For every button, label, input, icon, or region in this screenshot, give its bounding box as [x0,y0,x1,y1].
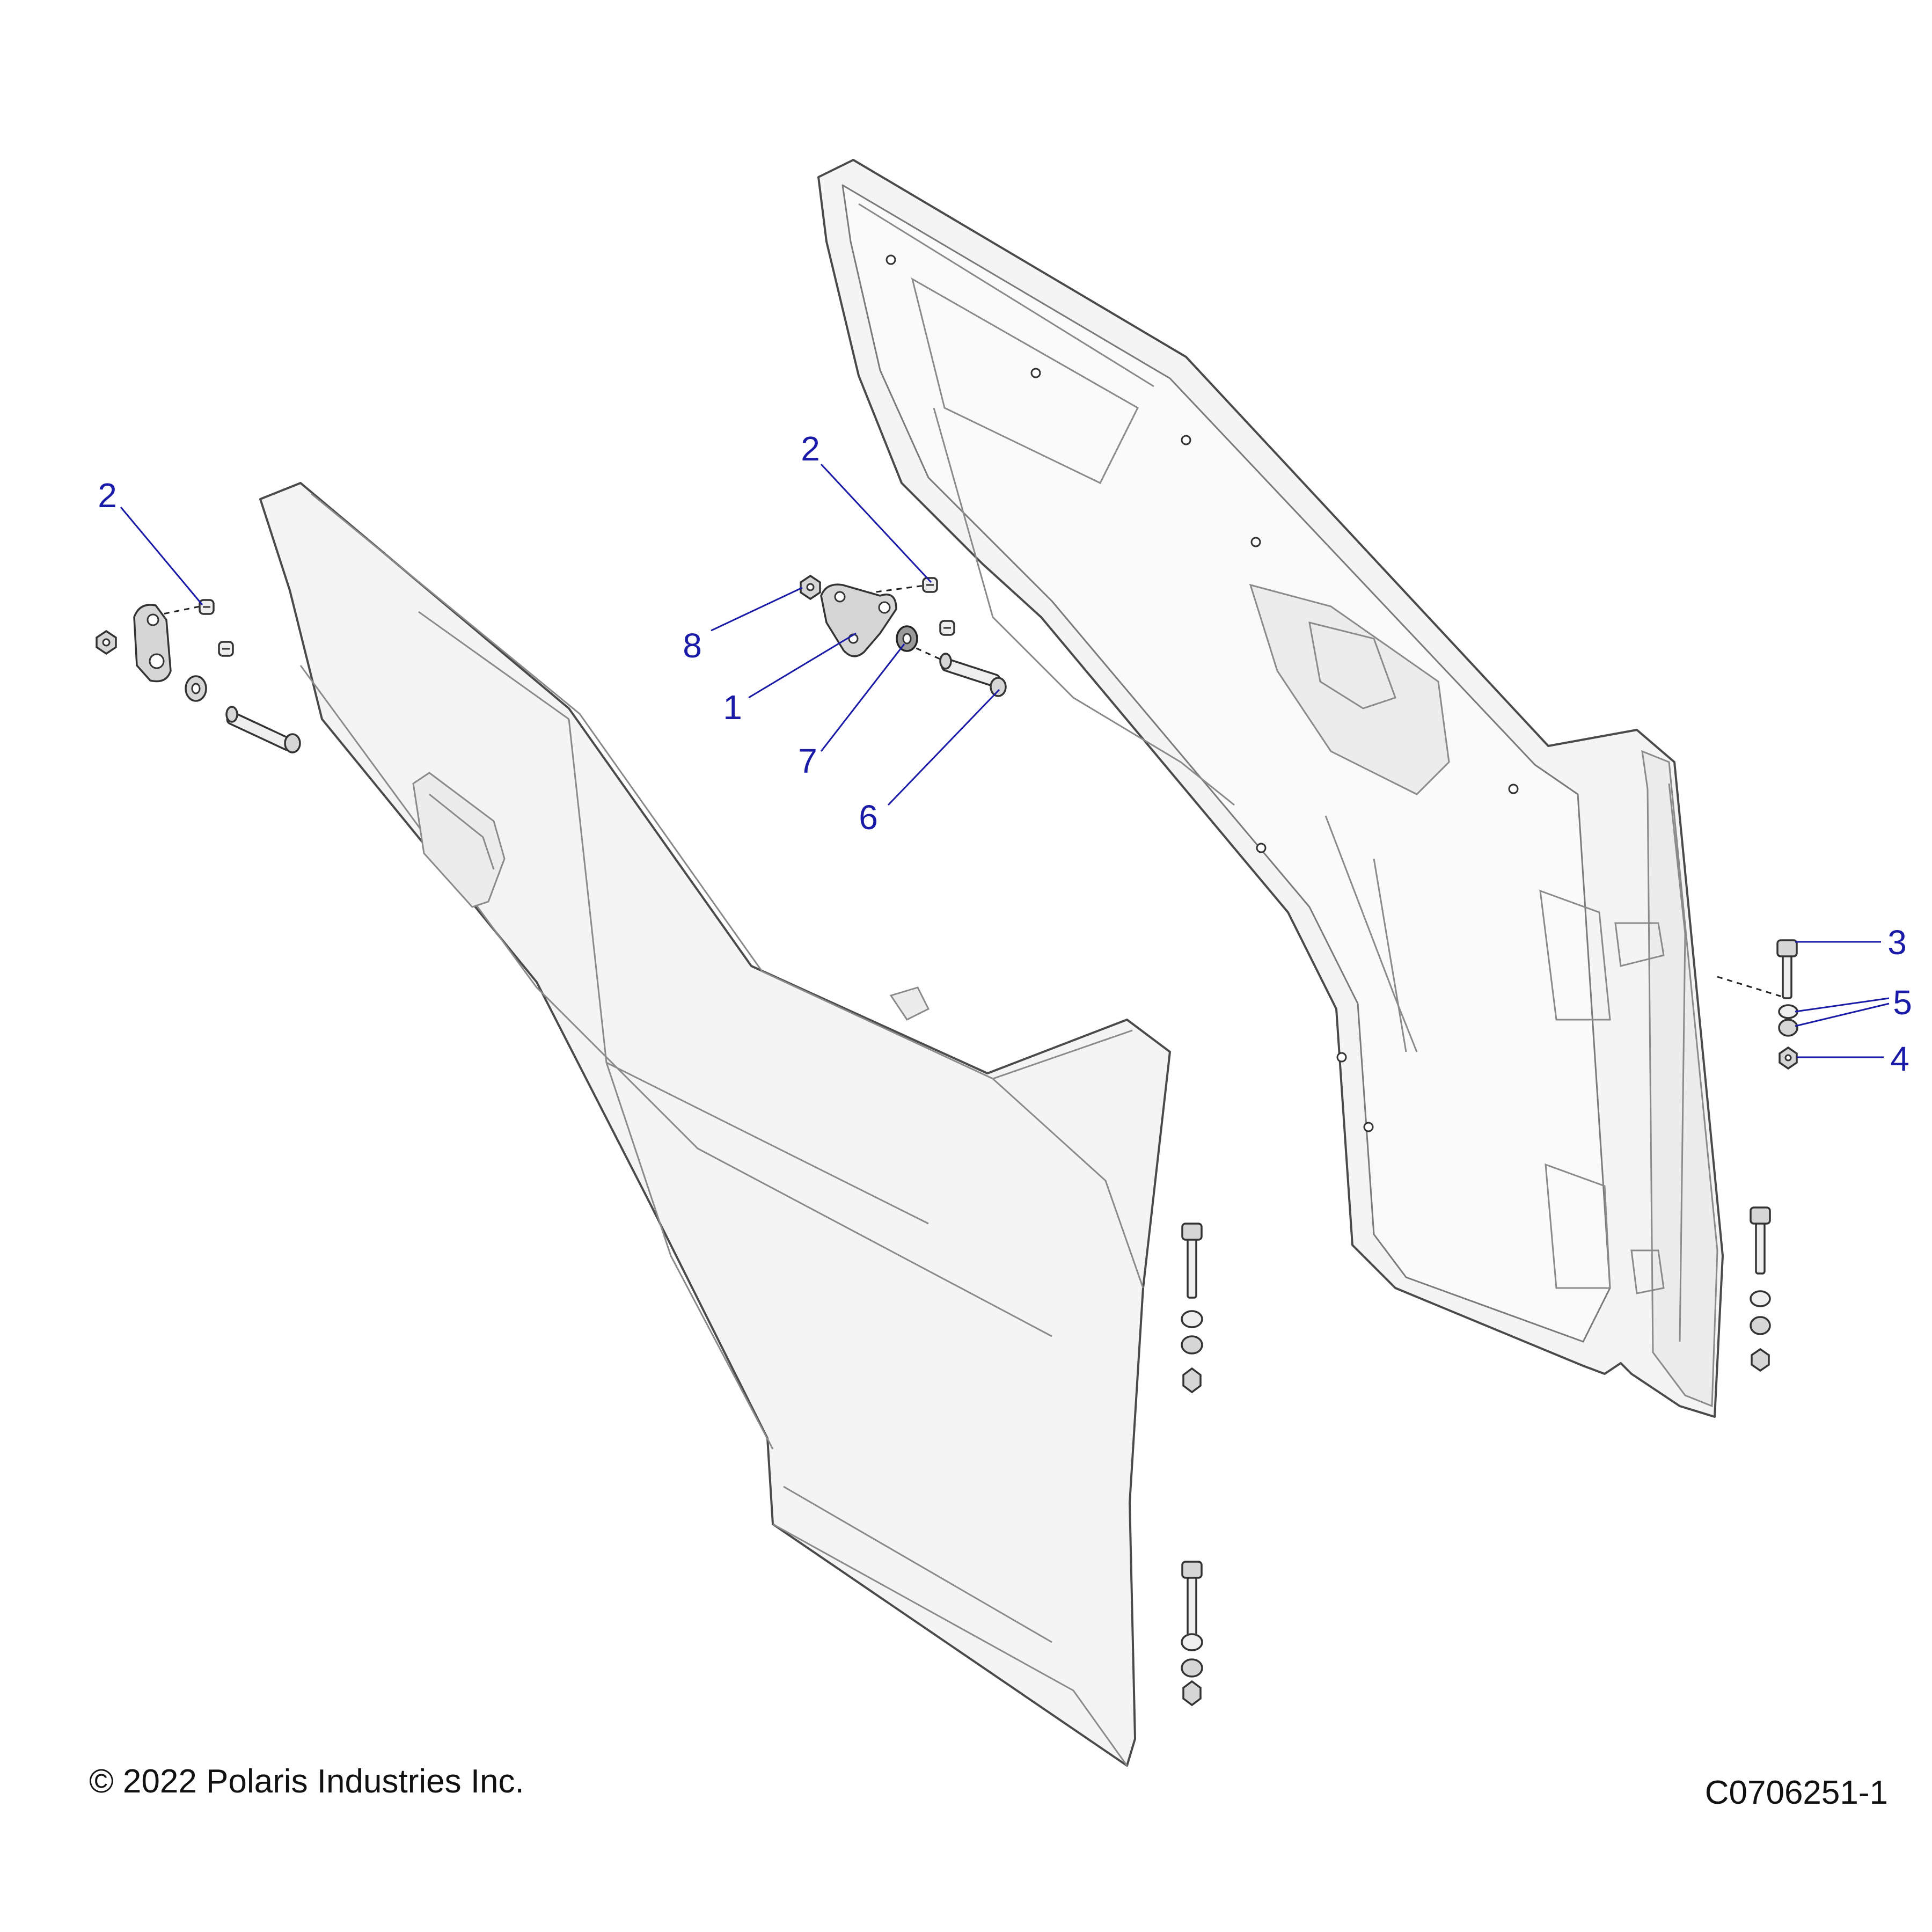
washer-upper-right-b [1778,1019,1798,1037]
callout-3: 3 [1887,923,1907,962]
latch-hardware-front-upper [1181,1223,1203,1394]
callout-6: 6 [859,798,878,837]
callout-5: 5 [1893,983,1912,1022]
leader-5b [1795,1002,1890,1027]
callout-1: 1 [723,688,742,727]
nut-upper-right [1779,1046,1798,1070]
leader-5a [1795,997,1890,1013]
front-door-panel [259,482,1171,1767]
hex-nut-center [800,574,821,601]
washer-center [896,625,918,652]
leader-7 [820,643,905,752]
hinge-bracket-left [133,604,172,683]
bolt-upper-right [1776,939,1798,999]
leader-2-center [820,463,932,583]
screw-left-lower [218,641,234,657]
latch-hardware-front-lower [1181,1561,1203,1707]
leader-1 [748,632,857,699]
screw-center-lower [939,620,955,636]
hex-nut-left [96,630,117,655]
washer-upper-right-a [1778,1004,1798,1019]
drawing-number: C0706251-1 [1704,1774,1888,1811]
pin-left [225,706,301,753]
leader-6 [887,689,1000,806]
left-hinge-hardware [96,599,301,753]
callout-2-left: 2 [98,476,117,515]
screw-center-upper [922,577,938,593]
leader-lines [120,463,1890,1058]
rear-door-panel [817,159,1724,1418]
callout-7: 7 [798,742,817,780]
callout-8: 8 [683,626,702,665]
copyright-notice: © 2022 Polaris Industries Inc. [89,1763,524,1800]
leader-8 [711,587,803,632]
callout-2-center: 2 [801,429,820,468]
screw-left-upper [199,599,215,615]
leader-2-left [120,507,203,605]
callout-4: 4 [1890,1040,1909,1078]
hinge-bracket-center [820,583,897,657]
latch-hardware-upper-right [1717,939,1798,1070]
pin-center [939,653,1007,697]
latch-hardware-lower-right [1750,1206,1771,1372]
center-hinge-hardware [800,574,1007,697]
callout-numbers: 2 8 1 7 6 2 3 5 4 [98,429,1912,1078]
washer-left [185,675,207,702]
